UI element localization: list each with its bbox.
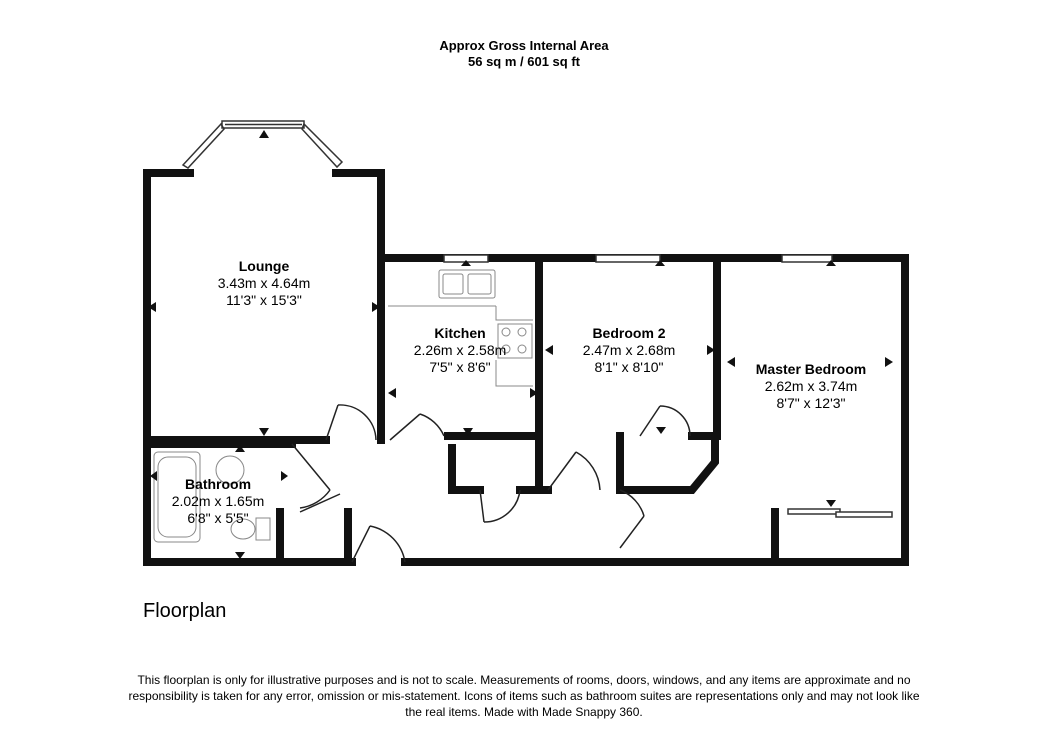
dimension-markers (148, 130, 893, 559)
room-master-bedroom: Master Bedroom 2.62m x 3.74m 8'7" x 12'3… (756, 361, 866, 411)
bay-window (181, 120, 344, 169)
kitchen-imperial: 7'5" x 8'6" (429, 359, 490, 375)
room-bathroom: Bathroom 2.02m x 1.65m 6'8" x 5'5" (172, 476, 265, 526)
bathroom-fittings (153, 451, 271, 543)
room-bedroom-2: Bedroom 2 2.47m x 2.68m 8'1" x 8'10" (583, 325, 676, 375)
bathroom-metric: 2.02m x 1.65m (172, 493, 265, 509)
room-lounge: Lounge 3.43m x 4.64m 11'3" x 15'3" (218, 258, 311, 308)
lounge-metric: 3.43m x 4.64m (218, 275, 311, 291)
kitchen-name: Kitchen (434, 325, 485, 341)
kitchen-fittings (388, 269, 533, 387)
bedroom2-imperial: 8'1" x 8'10" (595, 359, 664, 375)
master-imperial: 8'7" x 12'3" (777, 395, 846, 411)
bathroom-imperial: 6'8" x 5'5" (187, 510, 248, 526)
gross-area-header: Approx Gross Internal Area 56 sq m / 601… (0, 38, 1048, 70)
bedroom2-name: Bedroom 2 (592, 325, 665, 341)
master-metric: 2.62m x 3.74m (765, 378, 858, 394)
gross-area-value: 56 sq m / 601 sq ft (468, 54, 580, 69)
bathroom-name: Bathroom (185, 476, 251, 492)
lounge-imperial: 11'3" x 15'3" (226, 292, 302, 308)
master-name: Master Bedroom (756, 361, 866, 377)
sliding-wardrobe (787, 508, 893, 518)
floorplan-label: Floorplan (143, 600, 227, 622)
doors (291, 404, 691, 563)
walls (143, 169, 909, 566)
kitchen-metric: 2.26m x 2.58m (414, 342, 507, 358)
bedroom2-metric: 2.47m x 2.68m (583, 342, 676, 358)
disclaimer-text: This floorplan is only for illustrative … (128, 673, 920, 719)
lounge-name: Lounge (239, 258, 290, 274)
room-kitchen: Kitchen 2.26m x 2.58m 7'5" x 8'6" (414, 325, 507, 375)
gross-area-title: Approx Gross Internal Area (439, 38, 609, 53)
